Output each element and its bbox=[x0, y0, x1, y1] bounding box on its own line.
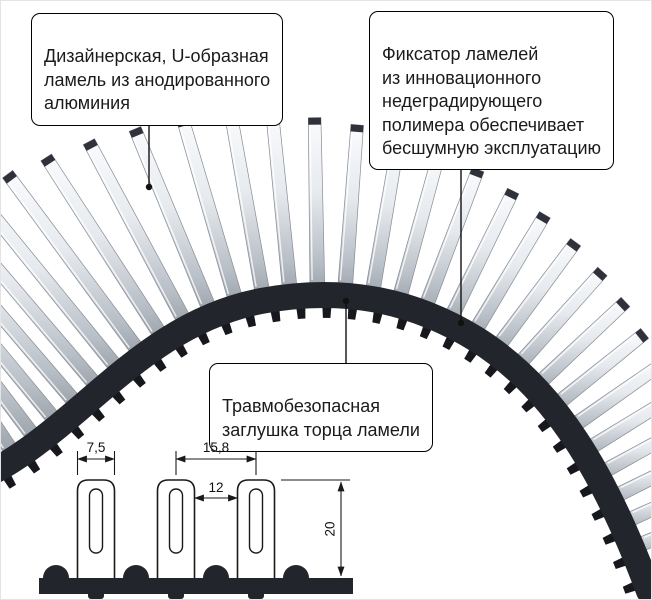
cross-section-drawing bbox=[39, 451, 353, 599]
callout-fixator: Фиксатор ламелей из инновационного недег… bbox=[369, 11, 615, 171]
callout-lamella-text: Дизайнерская, U-образная ламель из аноди… bbox=[44, 46, 271, 114]
leader-dot-fixator bbox=[457, 319, 465, 327]
fixator-tab bbox=[88, 590, 104, 599]
dimension-slat-width: 7,5 bbox=[86, 440, 106, 455]
dimension-gap: 12 bbox=[208, 480, 224, 495]
leader-dot-lamella bbox=[145, 183, 153, 191]
callout-endcap: Травмобезопасная заглушка торца ламели bbox=[209, 363, 433, 453]
fixator-tab bbox=[248, 590, 264, 599]
lamella-slot bbox=[88, 488, 104, 554]
leader-dot-endcap bbox=[342, 297, 350, 305]
polymer-strip-section bbox=[39, 565, 353, 594]
callout-endcap-text: Травмобезопасная заглушка торца ламели bbox=[222, 396, 420, 440]
lamella-slot bbox=[248, 488, 264, 554]
dimension-height: 20 bbox=[322, 521, 338, 537]
callout-lamella: Дизайнерская, U-образная ламель из аноди… bbox=[31, 13, 284, 126]
dimension-lines bbox=[77, 455, 345, 577]
roll-grille bbox=[1, 112, 651, 599]
dimension-extension-lines bbox=[76, 451, 350, 481]
fixator-tab bbox=[168, 590, 184, 599]
dimension-pitch: 15,8 bbox=[202, 440, 230, 455]
callout-fixator-text: Фиксатор ламелей из инновационного недег… bbox=[382, 44, 602, 158]
lamella-slot bbox=[168, 488, 184, 554]
